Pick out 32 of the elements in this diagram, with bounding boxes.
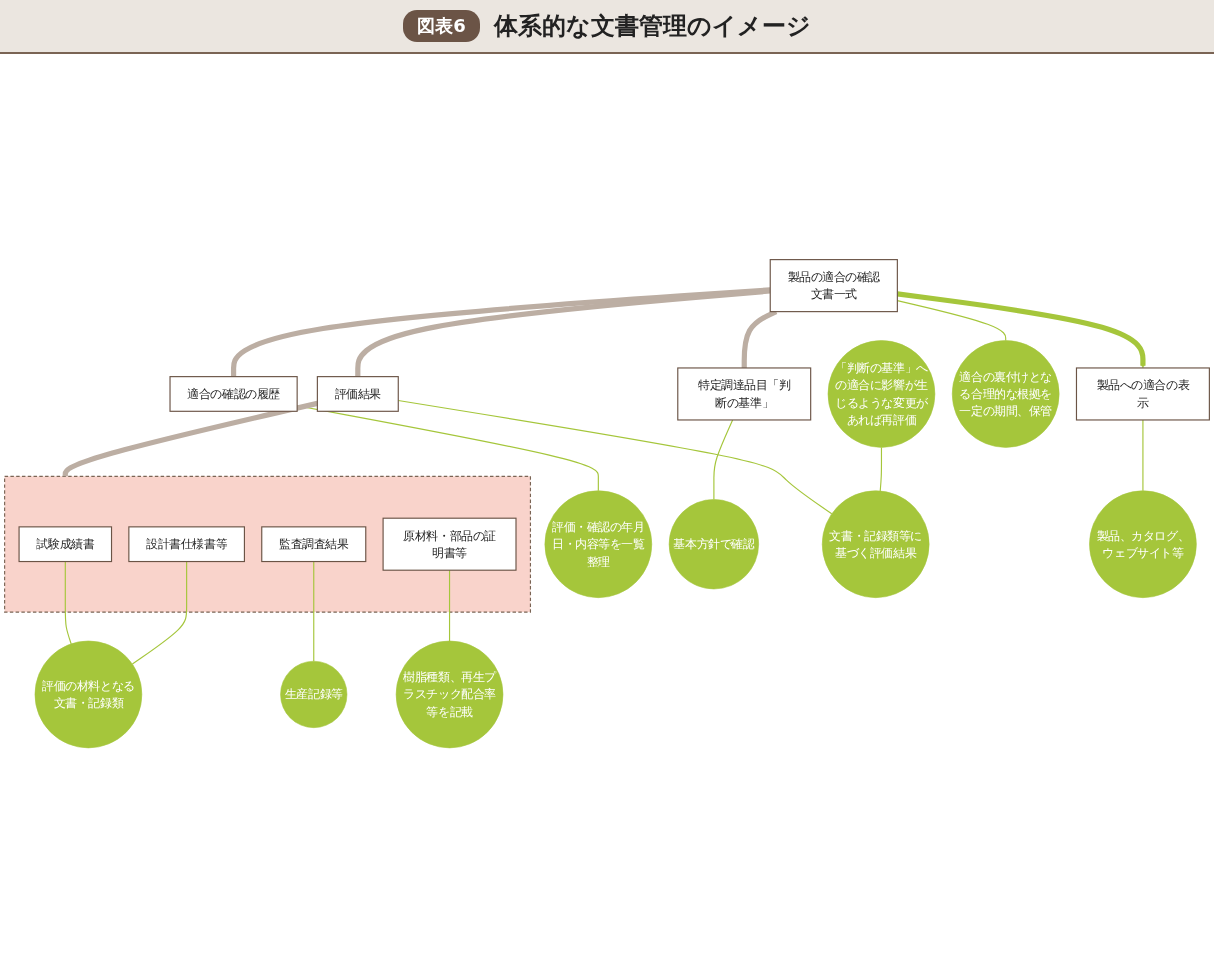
- node-box: 評価結果: [316, 376, 399, 413]
- connector: [64, 561, 72, 645]
- node-box: 製品の適合の確認 文書一式: [769, 259, 898, 313]
- node-circle: 製品、カタログ、ウェブサイト等: [1089, 490, 1197, 599]
- node-box: 特定調達品目「判断の基準」: [677, 367, 812, 421]
- connector: [741, 309, 778, 369]
- node-circle: 適合の裏付けとなる合理的な根拠を一定の期間、保管: [951, 340, 1060, 448]
- node-box: 設計書仕様書等: [128, 526, 245, 563]
- node-circle: 樹脂種類、再生プラスチック配合率等を記載: [395, 640, 504, 749]
- node-circle: 「判断の基準」への適合に影響が生じるような変更があれば再評価: [827, 340, 936, 448]
- connector: [448, 569, 451, 642]
- node-circle: 基本方針で確認: [668, 499, 759, 590]
- node-circle: 評価の材料となる文書・記録類: [34, 640, 143, 749]
- arrow: [897, 291, 1146, 369]
- connector: [131, 561, 188, 665]
- node-circle: 文書・記録類等に基づく評価結果: [821, 490, 930, 599]
- node-box: 製品への適合の表示: [1075, 367, 1210, 421]
- diagram-title: 体系的な文書管理のイメージ: [493, 11, 811, 42]
- node-circle: 生産記録等: [280, 661, 348, 729]
- connector: [713, 419, 734, 501]
- connector: [231, 287, 771, 377]
- connector: [1142, 419, 1144, 492]
- cluster: [4, 475, 532, 613]
- node-box: 監査調査結果: [261, 526, 367, 563]
- connector: [879, 447, 883, 492]
- figure-number-badge: 図表6: [403, 10, 480, 42]
- node-box: 試験成績書: [18, 526, 113, 563]
- node-box: 原材料・部品の証明書等: [382, 517, 517, 572]
- node-circle: 評価・確認の年月日・内容等を一覧整理: [544, 490, 653, 599]
- connector: [62, 401, 318, 477]
- node-box: 適合の確認の履歴: [169, 376, 298, 413]
- connector: [313, 561, 315, 663]
